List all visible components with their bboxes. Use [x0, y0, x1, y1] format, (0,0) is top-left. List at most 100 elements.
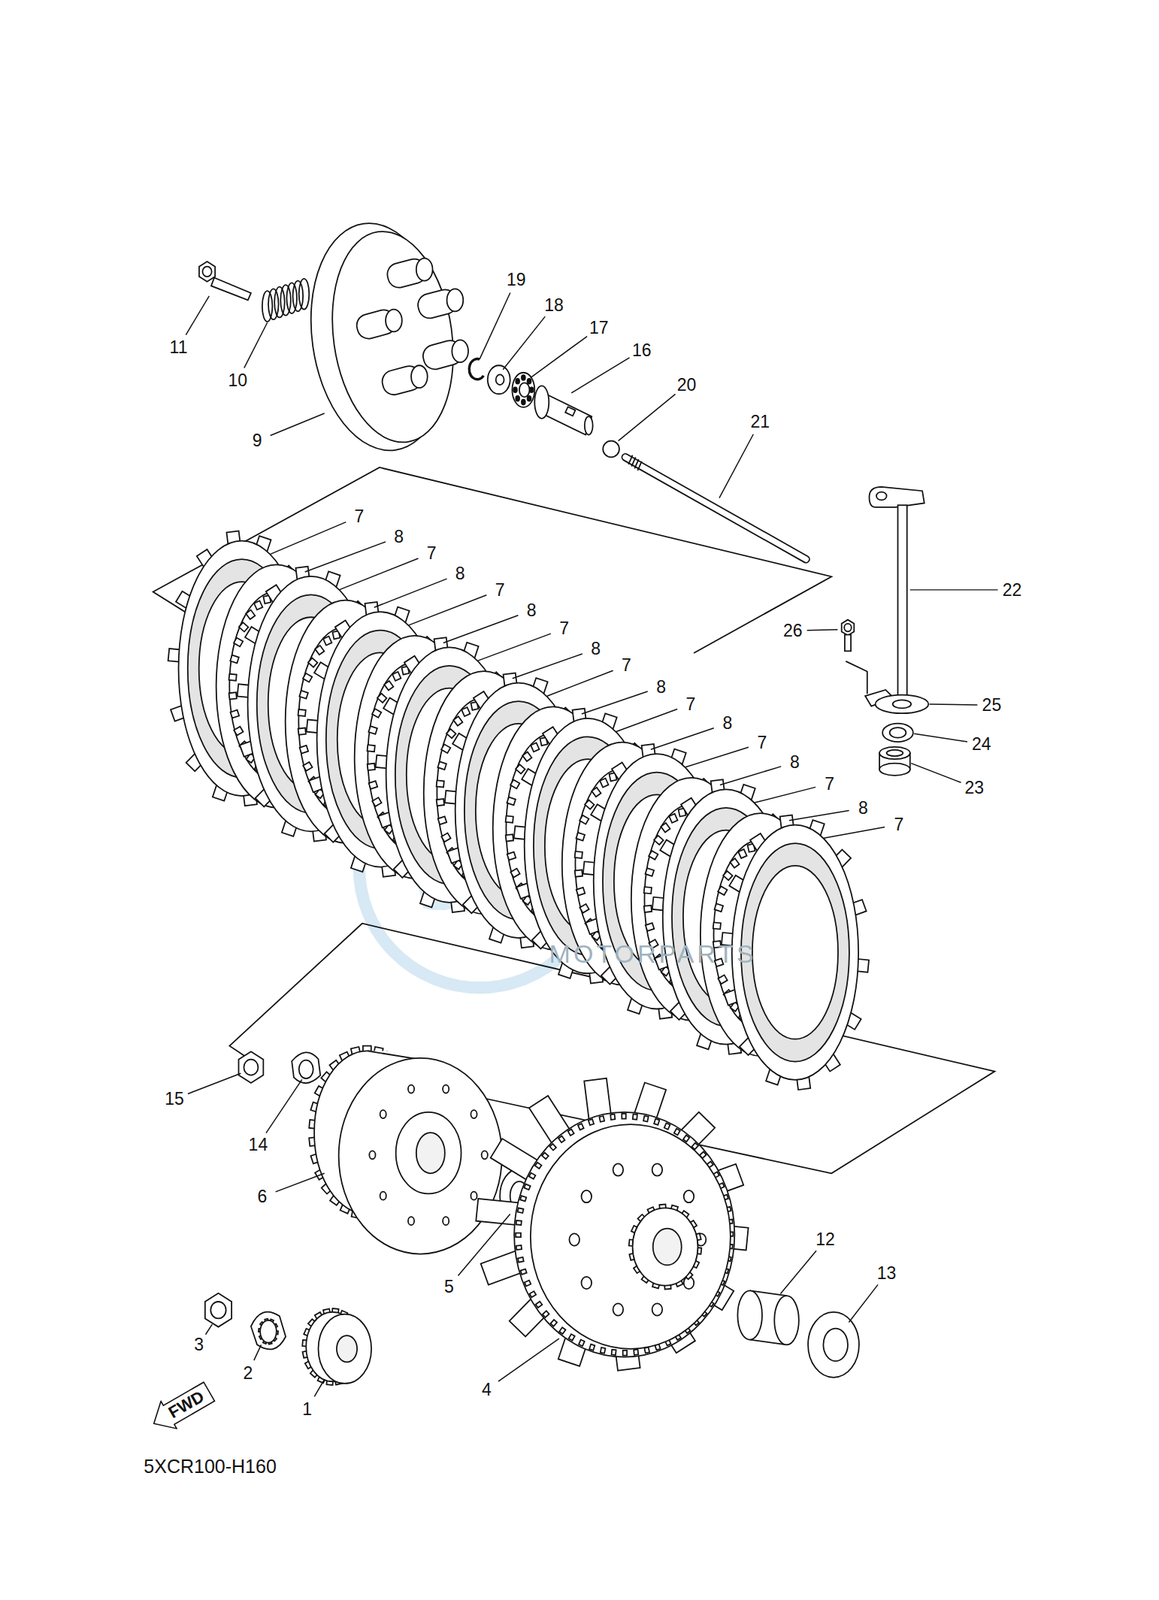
plate-tooth [372, 797, 382, 807]
group-bracket [153, 467, 996, 1174]
leader-line [910, 589, 999, 591]
bolt [199, 261, 252, 300]
thread [634, 459, 639, 469]
boss-end [385, 309, 403, 333]
plate-tooth [377, 693, 388, 703]
plate-tooth [644, 905, 652, 913]
callout-number: 9 [250, 431, 265, 451]
leader-line [547, 670, 614, 697]
part-outline [519, 382, 530, 397]
bearing-ball [521, 375, 526, 381]
bearing-hole [886, 750, 904, 757]
gear-tooth [529, 1173, 536, 1180]
position-line [845, 661, 868, 694]
boss-hole [408, 1216, 415, 1226]
plate-tooth [599, 778, 609, 788]
gear-tooth [600, 1347, 606, 1354]
housing-hole [581, 1190, 592, 1203]
washer [807, 1312, 860, 1378]
callout-number: 7 [683, 694, 699, 714]
callout-number: 2 [240, 1364, 255, 1383]
leader-line [848, 1284, 878, 1323]
hex-nut [841, 620, 855, 636]
gear-tooth [653, 1119, 660, 1126]
gear-tooth [535, 1162, 542, 1169]
plate-tooth [384, 680, 394, 690]
plate-tooth [367, 744, 376, 752]
plate-tooth [738, 849, 747, 859]
circlip [469, 359, 484, 380]
drive-gear [632, 1207, 699, 1286]
callout-number: 8 [787, 753, 802, 772]
plate-tooth [438, 816, 448, 825]
plate-tooth [446, 729, 457, 739]
washer [865, 689, 929, 714]
plate-tooth [717, 974, 727, 984]
leader-line [270, 522, 347, 555]
gear-tooth [523, 1184, 530, 1191]
plate-tooth [591, 787, 601, 797]
nut-hole [202, 266, 212, 277]
plate-tooth [505, 834, 514, 842]
gear-tooth [535, 1301, 543, 1308]
callout-number: 24 [969, 734, 994, 754]
gear-tooth [610, 1114, 615, 1120]
leader-line [719, 434, 754, 499]
plate-tooth [660, 823, 670, 833]
plate-tooth [369, 780, 379, 790]
part-outline [319, 223, 467, 451]
friction-surface [741, 843, 850, 1062]
leader-line [929, 704, 978, 706]
callout-number: 20 [674, 375, 700, 394]
bearing-top [879, 747, 911, 760]
hex-nut [205, 1293, 232, 1328]
boss-hole [470, 1192, 477, 1201]
spring-coil [299, 278, 310, 310]
plate-tooth [729, 858, 739, 868]
plate-tooth [441, 832, 451, 842]
plate-tooth [510, 868, 520, 878]
plate-tooth [579, 904, 589, 914]
leader-line [270, 413, 325, 436]
leader-line [479, 292, 511, 360]
lock-nut [238, 1051, 264, 1084]
callout-number: 7 [556, 619, 572, 639]
plate-tooth [574, 851, 583, 859]
gear-hole [336, 1335, 358, 1362]
leader-line [443, 615, 519, 644]
plate-tooth [645, 922, 655, 932]
bearing-ball [515, 378, 520, 385]
plate-tooth [298, 728, 306, 736]
rod-slot [565, 406, 575, 416]
boss-hub [396, 1112, 462, 1195]
push-lever-shaft [869, 487, 925, 702]
leader-line [754, 786, 816, 803]
thread [628, 455, 633, 465]
plate-tooth [308, 657, 318, 667]
part-outline [807, 1312, 860, 1378]
plate-tooth [644, 868, 654, 877]
callout-number: 8 [524, 600, 539, 620]
boss-hole [380, 1110, 387, 1119]
gear-tooth [632, 1113, 638, 1120]
housing-hole [613, 1163, 624, 1176]
leader-line [339, 558, 419, 591]
gear-tooth [623, 1350, 627, 1356]
leader-line [616, 709, 678, 733]
gear-tooth [516, 1245, 522, 1250]
bearing-ball [527, 396, 532, 402]
lock-washer [251, 1312, 286, 1350]
housing-hole [613, 1303, 624, 1316]
callout-number: 19 [504, 269, 529, 289]
drawing-code: 5XCR100-H160 [141, 1455, 279, 1477]
plate-tooth [392, 671, 401, 681]
leader-line [913, 733, 968, 742]
plate-tooth [584, 799, 595, 809]
callout-number: 22 [1000, 580, 1025, 600]
plate-tooth [461, 707, 470, 717]
callout-number: 21 [748, 411, 773, 431]
gear-tooth [578, 1340, 585, 1347]
callout-number: 3 [191, 1335, 206, 1355]
